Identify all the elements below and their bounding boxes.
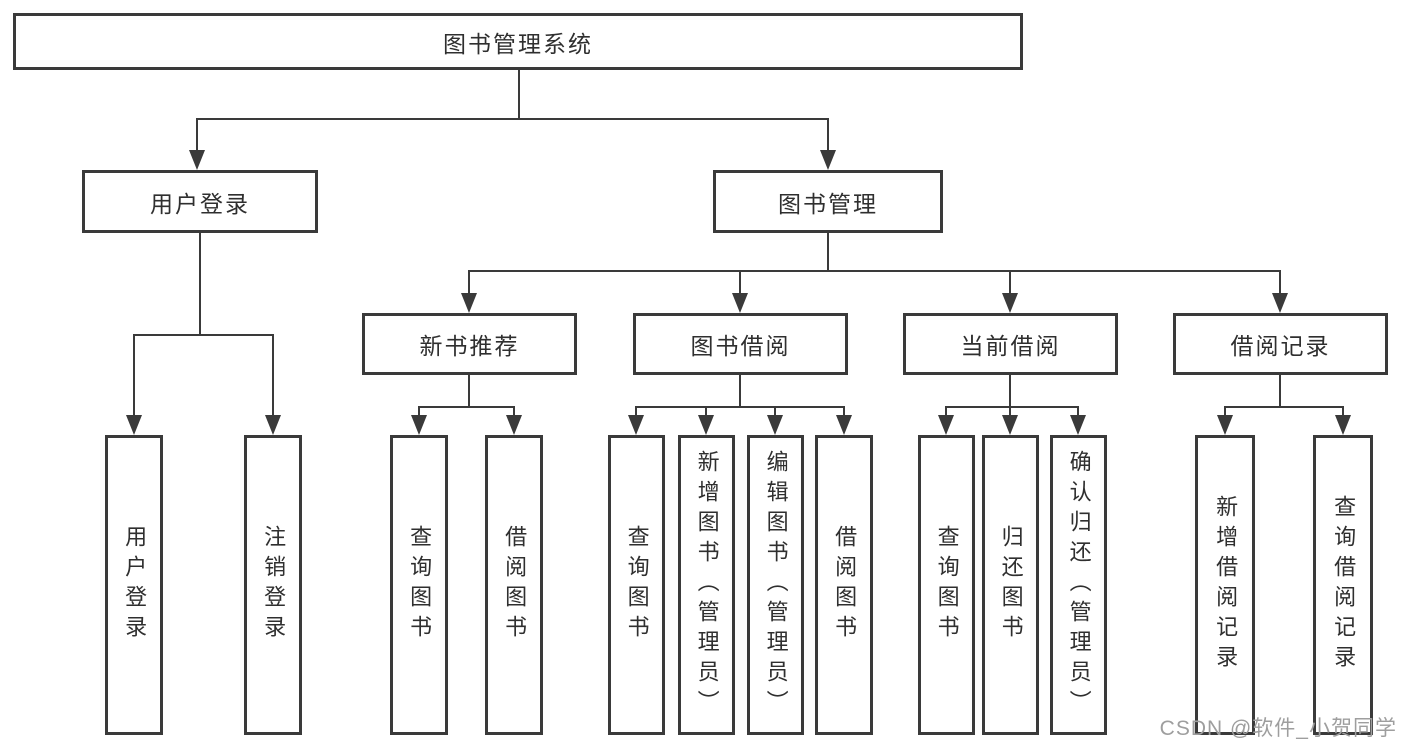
arrow-down-icon [836, 415, 852, 435]
leaf-query-books-borrowing: 查询图书 [608, 435, 665, 735]
arrow-down-icon [1070, 415, 1086, 435]
node-library-management-system-label: 图书管理系统 [443, 30, 593, 57]
node-borrowing-records-label: 借阅记录 [1230, 333, 1331, 359]
leaf-borrow-books-borrowing-label: 借阅图书 [832, 525, 858, 645]
connector-l3-branch [945, 406, 1079, 408]
connector-leaf-drop [418, 406, 420, 417]
connector-user-login-drop [196, 118, 198, 152]
arrow-down-icon [698, 415, 714, 435]
arrow-down-icon [732, 293, 748, 313]
connector-l3-stem [468, 375, 470, 408]
leaf-logout: 注销登录 [244, 435, 302, 735]
leaf-confirm-return-admin: 确认归还（管理员） [1050, 435, 1107, 735]
leaf-add-book-admin: 新增图书（管理员） [678, 435, 735, 735]
leaf-logout-label: 注销登录 [261, 525, 287, 645]
leaf-query-books-current-label: 查询图书 [934, 525, 960, 645]
leaf-query-books-borrowing-label: 查询图书 [624, 525, 650, 645]
leaf-edit-book-admin-label: 编辑图书（管理员） [763, 450, 789, 720]
arrow-down-icon [1002, 293, 1018, 313]
leaf-query-borrow-record: 查询借阅记录 [1313, 435, 1373, 735]
arrow-down-icon [1217, 415, 1233, 435]
node-user-login-label: 用户登录 [150, 190, 250, 217]
arrow-down-icon [938, 415, 954, 435]
connector-l3-drop [739, 270, 741, 295]
connector-leaf-drop [1224, 406, 1226, 417]
leaf-confirm-return-admin-label: 确认归还（管理员） [1066, 450, 1092, 720]
leaf-borrow-books-recommend-label: 借阅图书 [502, 525, 528, 645]
connector-leaf-drop [272, 334, 274, 416]
arrow-down-icon [1002, 415, 1018, 435]
node-book-management: 图书管理 [713, 170, 943, 233]
node-new-book-recommendation: 新书推荐 [362, 313, 577, 375]
leaf-return-books-label: 归还图书 [998, 525, 1024, 645]
connector-user-login-stem [199, 233, 201, 336]
watermark: CSDN @软件_小贺同学 [1159, 717, 1397, 740]
node-new-book-recommendation-label: 新书推荐 [419, 333, 520, 359]
connector-book-mgmt-branch [468, 270, 1281, 272]
arrow-down-icon [1335, 415, 1351, 435]
connector-root-branch [196, 118, 829, 120]
connector-leaf-drop [635, 406, 637, 417]
connector-l3-stem [1279, 375, 1281, 408]
leaf-query-books-current: 查询图书 [918, 435, 975, 735]
connector-l3-branch [1224, 406, 1344, 408]
leaf-add-borrow-record: 新增借阅记录 [1195, 435, 1255, 735]
node-book-borrowing-label: 图书借阅 [690, 333, 791, 359]
leaf-user-login: 用户登录 [105, 435, 163, 735]
node-library-management-system: 图书管理系统 [13, 13, 1023, 70]
leaf-edit-book-admin: 编辑图书（管理员） [747, 435, 804, 735]
leaf-add-book-admin-label: 新增图书（管理员） [694, 450, 720, 720]
arrow-down-icon [189, 150, 205, 170]
connector-leaf-drop [513, 406, 515, 417]
connector-leaf-drop [843, 406, 845, 417]
node-current-borrowing-label: 当前借阅 [960, 333, 1061, 359]
leaf-user-login-label: 用户登录 [122, 525, 148, 645]
arrow-down-icon [1272, 293, 1288, 313]
connector-leaf-drop [1009, 406, 1011, 417]
connector-leaf-drop [774, 406, 776, 417]
connector-l3-drop [468, 270, 470, 295]
connector-l3-drop [1009, 270, 1011, 295]
leaf-borrow-books-borrowing: 借阅图书 [815, 435, 873, 735]
leaf-add-borrow-record-label: 新增借阅记录 [1213, 495, 1239, 675]
arrow-down-icon [461, 293, 477, 313]
arrow-down-icon [126, 415, 142, 435]
arrow-down-icon [265, 415, 281, 435]
arrow-down-icon [411, 415, 427, 435]
leaf-return-books: 归还图书 [982, 435, 1039, 735]
connector-leaf-drop [945, 406, 947, 417]
connector-root-stem [518, 70, 520, 118]
arrow-down-icon [820, 150, 836, 170]
arrow-down-icon [506, 415, 522, 435]
leaf-query-books-recommend: 查询图书 [390, 435, 448, 735]
node-book-management-label: 图书管理 [778, 190, 878, 217]
arrow-down-icon [767, 415, 783, 435]
connector-book-mgmt-drop [827, 118, 829, 152]
node-user-login: 用户登录 [82, 170, 318, 233]
node-current-borrowing: 当前借阅 [903, 313, 1118, 375]
node-borrowing-records: 借阅记录 [1173, 313, 1388, 375]
connector-leaf-drop [133, 334, 135, 416]
connector-l3-stem [739, 375, 741, 408]
connector-l3-stem [1009, 375, 1011, 408]
connector-leaf-drop [1342, 406, 1344, 417]
leaf-query-books-recommend-label: 查询图书 [407, 525, 433, 645]
connector-leaf-drop [1077, 406, 1079, 417]
leaf-borrow-books-recommend: 借阅图书 [485, 435, 543, 735]
connector-l3-branch [635, 406, 845, 408]
connector-l3-branch [418, 406, 515, 408]
leaf-query-borrow-record-label: 查询借阅记录 [1331, 495, 1357, 675]
node-book-borrowing: 图书借阅 [633, 313, 848, 375]
connector-user-login-branch [133, 334, 273, 336]
connector-book-mgmt-stem [827, 233, 829, 272]
connector-leaf-drop [705, 406, 707, 417]
arrow-down-icon [628, 415, 644, 435]
connector-l3-drop [1279, 270, 1281, 295]
